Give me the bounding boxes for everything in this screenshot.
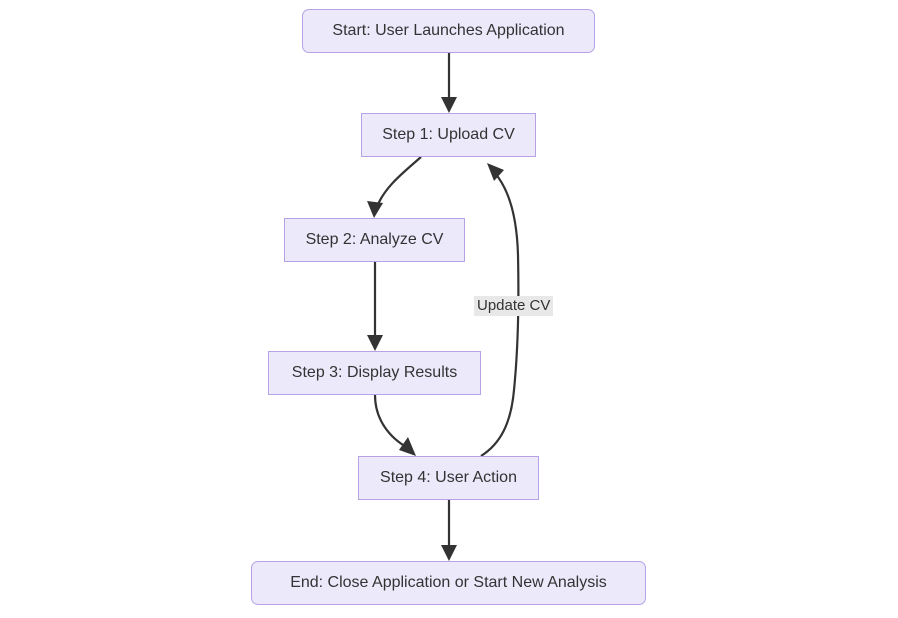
node-step1[interactable]: Step 1: Upload CV xyxy=(361,113,536,157)
edge-label-update-cv-text: Update CV xyxy=(477,297,551,314)
node-step1-label: Step 1: Upload CV xyxy=(382,126,515,143)
node-step4[interactable]: Step 4: User Action xyxy=(358,456,539,500)
node-step4-label: Step 4: User Action xyxy=(380,469,517,486)
node-start-label: Start: User Launches Application xyxy=(332,22,565,39)
node-start[interactable]: Start: User Launches Application xyxy=(302,9,595,53)
edge-step2-to-step3 xyxy=(367,262,383,351)
edge-step4-to-step1 xyxy=(480,163,520,457)
edge-step4-to-end xyxy=(441,500,457,561)
edge-start-to-step1 xyxy=(441,53,457,113)
edge-step3-to-step4 xyxy=(373,394,416,456)
node-step2-label: Step 2: Analyze CV xyxy=(305,231,444,248)
node-end-label: End: Close Application or Start New Anal… xyxy=(290,574,607,591)
node-step3[interactable]: Step 3: Display Results xyxy=(268,351,481,395)
node-end[interactable]: End: Close Application or Start New Anal… xyxy=(251,561,646,605)
edge-label-update-cv: Update CV xyxy=(474,296,554,316)
edge-step1-to-step2 xyxy=(367,156,422,218)
node-step3-label: Step 3: Display Results xyxy=(291,364,458,381)
node-step2[interactable]: Step 2: Analyze CV xyxy=(284,218,465,262)
